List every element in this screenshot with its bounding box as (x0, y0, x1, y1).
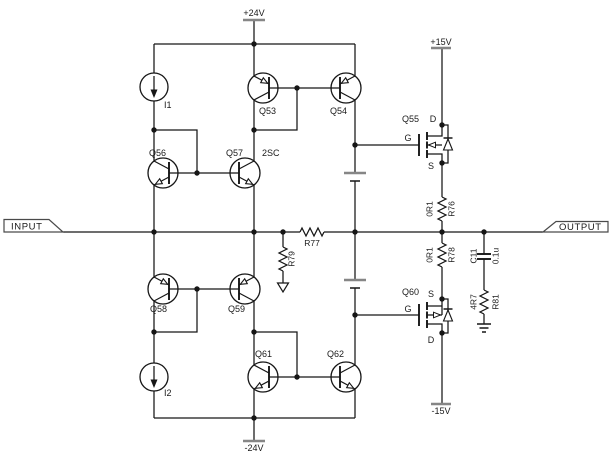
diode-triangle (442, 137, 454, 151)
ref-label: Q54 (330, 106, 347, 116)
power-rail-minus15: -15V (431, 402, 451, 416)
pin-label-g: G (404, 133, 411, 143)
ref-label: Q59 (228, 304, 245, 314)
value-label: 0R1 (424, 247, 434, 263)
current-source-icon (139, 362, 169, 392)
bias-battery-lower (344, 278, 366, 289)
power-rail-plus24: +24V (243, 8, 265, 22)
port-output: OUTPUT (541, 220, 609, 233)
power-label: -15V (431, 406, 450, 416)
ref-label: R78 (446, 247, 456, 263)
transistor-q54: Q54 (330, 72, 362, 116)
resistor-r77: R77 (299, 226, 325, 248)
power-label: -24V (244, 443, 263, 453)
pin-label-d: D (430, 114, 437, 124)
transistor-q62: Q62 (327, 349, 362, 393)
junction-dots (151, 41, 487, 421)
resistor-zigzag (436, 196, 448, 222)
power-label: +24V (243, 8, 264, 18)
transistor-q58: Q58 (147, 273, 179, 314)
ref-label: Q61 (255, 349, 272, 359)
nch-arrow (427, 141, 436, 149)
ref-label: I1 (164, 100, 172, 110)
port-input: INPUT (3, 218, 65, 233)
power-rail-plus15: +15V (430, 37, 452, 50)
output-flag (541, 220, 609, 233)
power-label: +15V (430, 37, 451, 47)
ref-label: C11 (468, 248, 478, 263)
ref-label: Q57 (226, 148, 243, 158)
value-label: 0R1 (424, 201, 434, 217)
resistor-zigzag (478, 289, 490, 315)
input-label: INPUT (11, 222, 43, 233)
output-label: OUTPUT (559, 222, 602, 233)
ref-label: Q56 (149, 148, 166, 158)
transistor-q57: Q57 2SC (226, 148, 280, 189)
resistor-zigzag (436, 242, 448, 268)
resistor-r78: 0R1 R78 (424, 232, 456, 299)
fet-leads (427, 299, 443, 333)
capacitor-c11: C11 0.1u (468, 232, 500, 264)
value-label: 0.1u (490, 247, 500, 264)
resistor-zigzag (299, 226, 325, 238)
signal-ground-arrow (276, 282, 290, 294)
transistor-q59: Q59 (228, 273, 261, 314)
ref-label: R81 (490, 294, 500, 310)
transistor-q61: Q61 (247, 349, 279, 393)
mosfet-q55: Q55 D G S (402, 114, 454, 171)
ref-label: Q55 (402, 114, 419, 124)
input-flag (3, 218, 65, 233)
pin-label-s: S (428, 289, 434, 299)
power-rail-minus24: -24V (243, 439, 265, 453)
ref-label: Q62 (327, 349, 344, 359)
bias-battery-upper (344, 171, 366, 182)
resistor-r79: R79 (276, 232, 296, 294)
resistor-zigzag (277, 246, 289, 272)
current-source-i1: I1 (139, 72, 172, 110)
ref-label: R79 (286, 251, 296, 267)
pin-label-d: D (428, 335, 435, 345)
current-source-icon (139, 72, 169, 102)
ref-label: R77 (304, 238, 320, 248)
ref-label: I2 (164, 388, 172, 398)
diode-triangle (442, 308, 454, 322)
part-note-label: 2SC (262, 148, 280, 158)
current-source-i2: I2 (139, 362, 172, 398)
mosfet-q60: Q60 S G D (402, 287, 454, 345)
ref-label: Q53 (259, 106, 276, 116)
ref-label: Q58 (150, 304, 167, 314)
pch-arrow (433, 311, 442, 319)
value-label: 4R7 (468, 294, 478, 310)
transistor-q56: Q56 (147, 148, 179, 189)
resistor-r81: 4R7 R81 (468, 259, 500, 333)
ref-label: Q60 (402, 287, 419, 297)
pin-label-s: S (428, 161, 434, 171)
ref-label: R76 (446, 201, 456, 217)
transistor-q53: Q53 (247, 72, 279, 116)
pin-label-g: G (404, 304, 411, 314)
earth-ground (477, 323, 491, 333)
resistor-r76: 0R1 R76 (424, 163, 456, 232)
